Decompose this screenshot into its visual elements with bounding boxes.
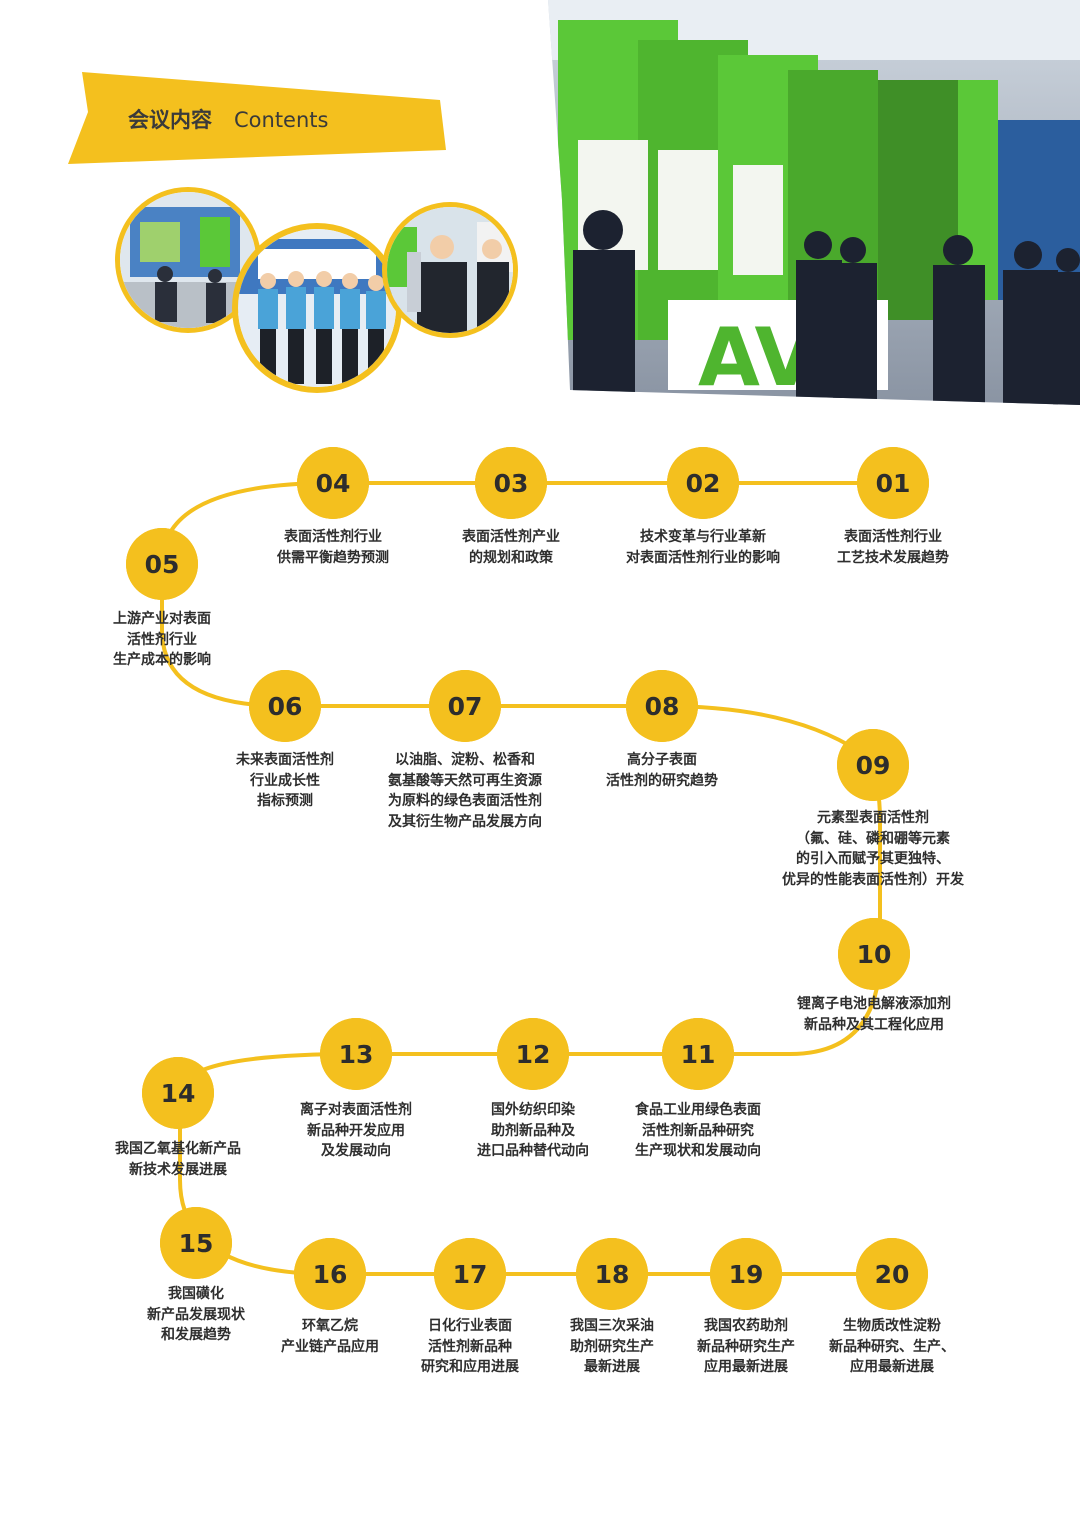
topic-number-14: 14: [142, 1057, 214, 1129]
contents-banner: 会议内容 Contents: [68, 72, 446, 164]
topic-label-19: 我国农药助剂 新品种研究生产 应用最新进展: [697, 1318, 795, 1375]
team-group-photo: [238, 229, 396, 387]
topic-number-08: 08: [626, 670, 698, 742]
topic-number-15: 15: [160, 1207, 232, 1279]
topic-label-12: 国外纺织印染 助剂新品种及 进口品种替代动向: [477, 1102, 589, 1159]
topic-label-01: 表面活性剂行业 工艺技术发展趋势: [837, 529, 949, 566]
topic-label-02: 技术变革与行业革新 对表面活性剂行业的影响: [626, 529, 780, 566]
photo-circle-right: [382, 202, 518, 338]
exhibition-booth-photo: AV: [548, 0, 1080, 405]
visitors-photo: [387, 207, 513, 333]
topic-number-18: 18: [576, 1238, 648, 1310]
topic-number-16: 16: [294, 1238, 366, 1310]
topic-label-14: 我国乙氧基化新产品 新技术发展进展: [115, 1141, 241, 1178]
topic-number-01: 01: [857, 447, 929, 519]
topic-label-13: 离子对表面活性剂 新品种开发应用 及发展动向: [300, 1102, 412, 1159]
topic-number-03: 03: [475, 447, 547, 519]
topic-label-18: 我国三次采油 助剂研究生产 最新进展: [570, 1318, 654, 1375]
topic-label-05: 上游产业对表面 活性剂行业 生产成本的影响: [113, 611, 211, 668]
topic-number-07: 07: [429, 670, 501, 742]
topic-number-06: 06: [249, 670, 321, 742]
topic-label-17: 日化行业表面 活性剂新品种 研究和应用进展: [421, 1318, 519, 1375]
photo-circle-center: [232, 223, 402, 393]
topic-number-19: 19: [710, 1238, 782, 1310]
topic-number-09: 09: [837, 729, 909, 801]
topic-label-03: 表面活性剂产业 的规划和政策: [462, 529, 560, 566]
topic-label-06: 未来表面活性剂 行业成长性 指标预测: [236, 752, 334, 809]
topic-label-15: 我国磺化 新产品发展现状 和发展趋势: [147, 1286, 245, 1343]
topic-number-17: 17: [434, 1238, 506, 1310]
title-en: Contents: [234, 108, 329, 132]
topic-label-10: 锂离子电池电解液添加剂 新品种及其工程化应用: [797, 996, 951, 1033]
topic-label-08: 高分子表面 活性剂的研究趋势: [606, 752, 718, 789]
title-cn: 会议内容: [128, 108, 212, 132]
banner-title: 会议内容 Contents: [128, 104, 328, 134]
topic-label-20: 生物质改性淀粉 新品种研究、生产、 应用最新进展: [829, 1318, 955, 1375]
photo-booth-large: AV: [548, 0, 1080, 405]
topic-number-04: 04: [297, 447, 369, 519]
topic-number-11: 11: [662, 1018, 734, 1090]
topic-number-10: 10: [838, 918, 910, 990]
topic-label-07: 以油脂、淀粉、松香和 氨基酸等天然可再生资源 为原料的绿色表面活性剂 及其衍生物…: [388, 752, 542, 830]
topic-number-02: 02: [667, 447, 739, 519]
topic-number-05: 05: [126, 528, 198, 600]
topic-label-09: 元素型表面活性剂 （氟、硅、磷和硼等元素 的引入而赋予其更独特、 优异的性能表面…: [782, 810, 964, 888]
topic-label-11: 食品工业用绿色表面 活性剂新品种研究 生产现状和发展动向: [635, 1102, 761, 1159]
topic-label-04: 表面活性剂行业 供需平衡趋势预测: [277, 529, 389, 566]
topic-number-13: 13: [320, 1018, 392, 1090]
topic-label-16: 环氧乙烷 产业链产品应用: [281, 1318, 379, 1355]
topic-number-12: 12: [497, 1018, 569, 1090]
topic-number-20: 20: [856, 1238, 928, 1310]
